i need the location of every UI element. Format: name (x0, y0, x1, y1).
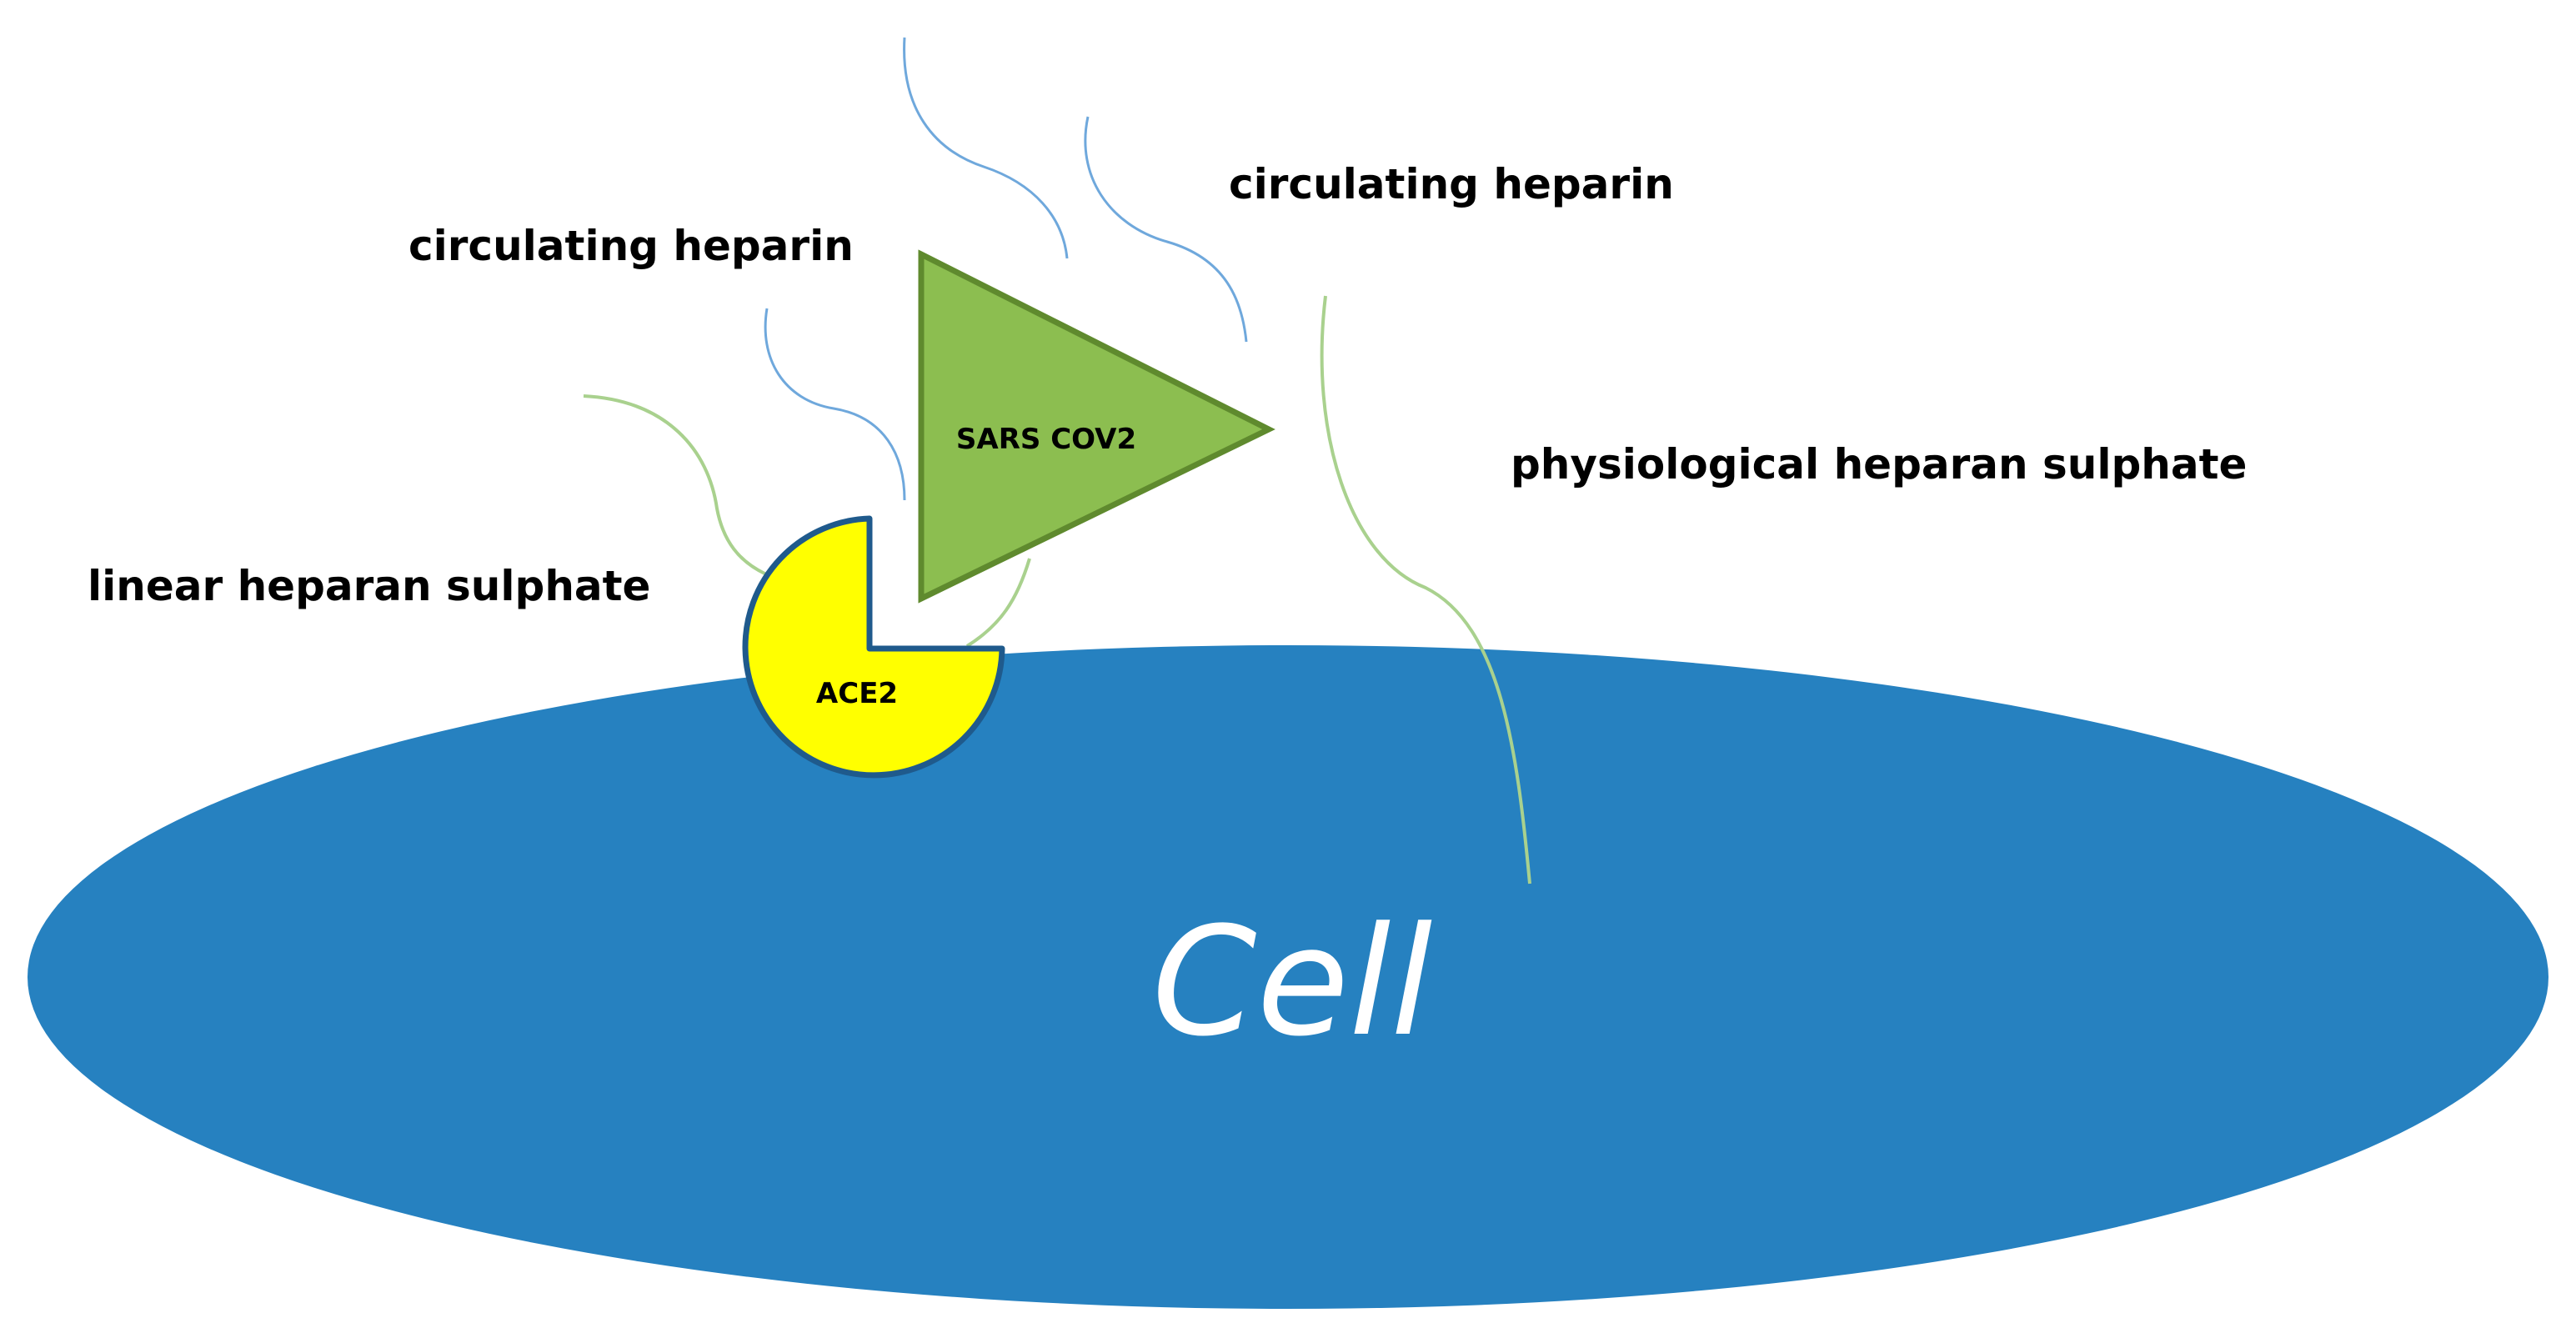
cell-label: Cell (1152, 895, 1432, 1070)
ace2-receptor-shape (742, 515, 1005, 779)
circulating-heparin-label-right: circulating heparin (1229, 160, 1674, 208)
physiological-heparan-sulphate-strand (1320, 295, 1531, 884)
linear-heparan-sulphate-label: linear heparan sulphate (88, 562, 650, 610)
circulating-heparin-strand-1 (903, 37, 1069, 259)
sars-cov2-triangle (918, 249, 1275, 604)
circulating-heparin-label-left: circulating heparin (408, 222, 854, 270)
circulating-heparin-strand-2 (1084, 116, 1248, 343)
short-heparan-strand (965, 558, 1031, 648)
ace2-label: ACE2 (816, 677, 898, 710)
cell-ellipse (28, 645, 2548, 1309)
physiological-heparan-sulphate-label: physiological heparan sulphate (1511, 440, 2247, 489)
circulating-heparin-strand-3 (764, 308, 906, 501)
sars-cov2-label: SARS COV2 (956, 423, 1136, 456)
